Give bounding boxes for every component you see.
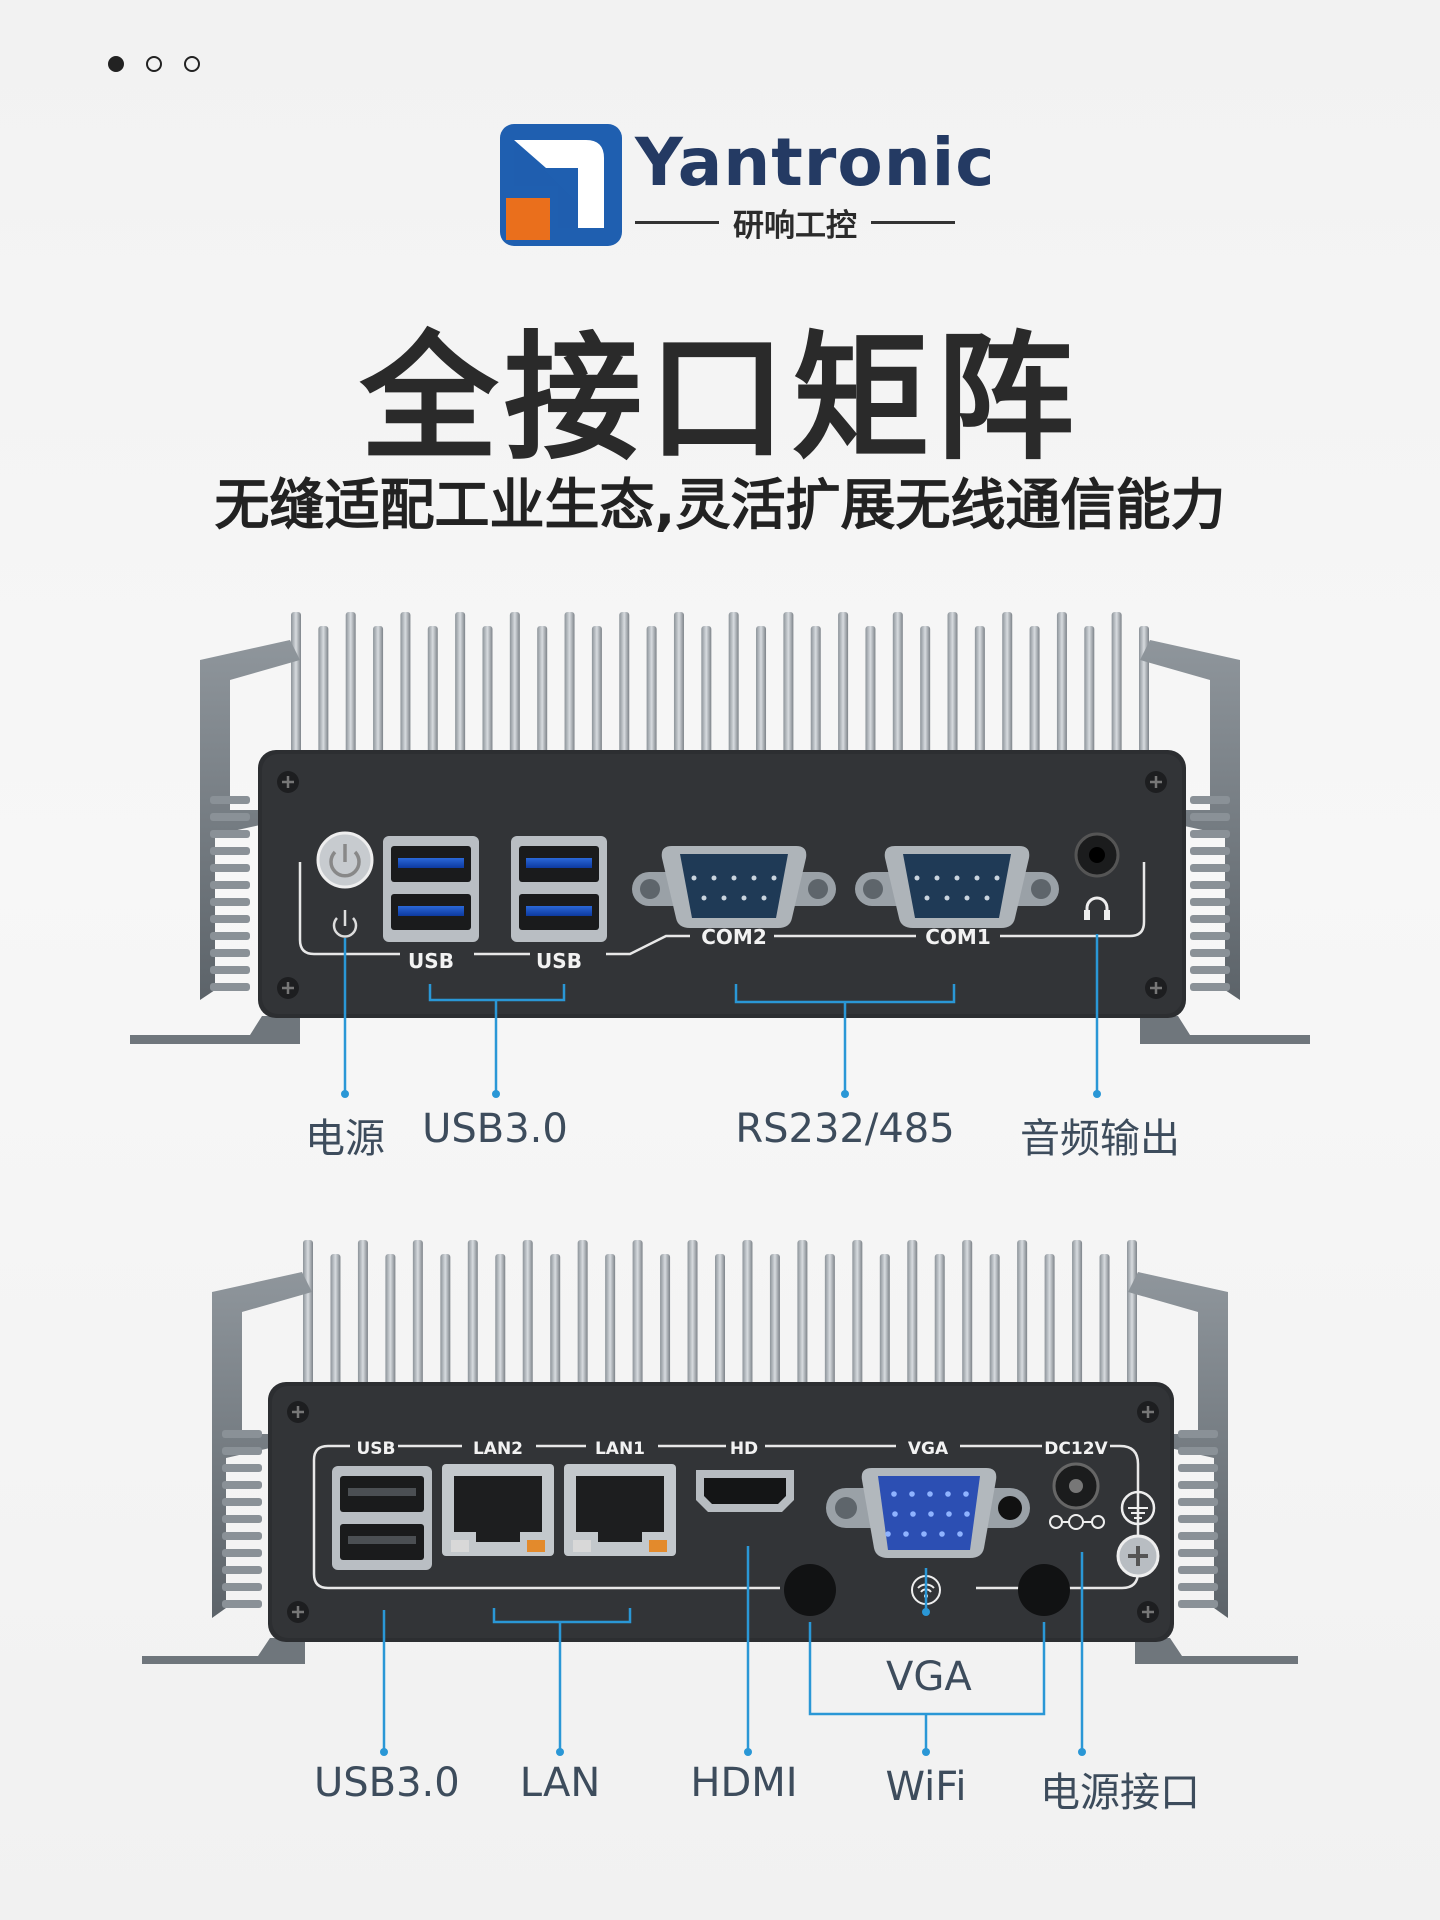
usb-port-stack-2[interactable] — [511, 836, 607, 942]
ground-icon — [1120, 1490, 1156, 1526]
callout-lan: LAN — [519, 1760, 601, 1806]
pager-dot-2[interactable] — [146, 56, 162, 72]
port-label-lan1: LAN1 — [595, 1439, 645, 1459]
brand-subtitle-row: 研响工控 — [635, 200, 955, 245]
heatsink-fins — [303, 1240, 1137, 1392]
pager-dot-1[interactable] — [108, 56, 124, 72]
callout-audio: 音频输出 — [1020, 1116, 1180, 1162]
callout-vga: VGA — [886, 1654, 972, 1700]
com1-port[interactable] — [855, 846, 1059, 928]
screw-icon — [287, 1401, 1159, 1623]
hdmi-port[interactable] — [696, 1470, 794, 1512]
port-label-hd: HD — [730, 1439, 758, 1459]
usb-port-stack-1[interactable] — [383, 836, 479, 942]
callout-rs232: RS232/485 — [735, 1106, 955, 1152]
antenna-mount-left[interactable] — [784, 1564, 836, 1616]
port-label-lan2: LAN2 — [473, 1439, 523, 1459]
port-label-com2: COM2 — [701, 925, 767, 949]
callout-power-jack: 电源接口 — [1040, 1770, 1200, 1816]
power-button[interactable] — [316, 831, 374, 889]
callout-usb30-rear: USB3.0 — [314, 1760, 460, 1806]
port-label-usb-a: USB — [408, 949, 454, 973]
pager-dot-3[interactable] — [184, 56, 200, 72]
callout-lines — [382, 1546, 1084, 1752]
port-label-dc: DC12V — [1044, 1439, 1108, 1459]
callout-power: 电源 — [305, 1116, 385, 1162]
screw-icon — [277, 771, 1167, 999]
brand-subtitle: 研响工控 — [733, 208, 857, 244]
brand-logo: Yantronic 研响工控 — [500, 122, 994, 250]
antenna-mount-right[interactable] — [1018, 1564, 1070, 1616]
power-icon — [332, 910, 358, 938]
dc-power-jack[interactable] — [1052, 1462, 1100, 1510]
port-label-com1: COM1 — [925, 925, 991, 949]
usb-port-stack-rear[interactable] — [332, 1466, 432, 1570]
brand-name: Yantronic — [635, 124, 996, 201]
headline: 全接口矩阵 — [359, 318, 1080, 479]
callout-lines — [343, 934, 1099, 1094]
headphone-icon — [1084, 896, 1110, 920]
lan1-port[interactable] — [564, 1464, 676, 1556]
rear-panel-device: USB LAN2 LAN1 HD VGA DC12V — [142, 1240, 1298, 1756]
subheadline: 无缝适配工业生态,灵活扩展无线通信能力 — [214, 473, 1226, 537]
callout-usb30: USB3.0 — [422, 1106, 568, 1152]
port-label-vga: VGA — [908, 1439, 949, 1459]
dc-polarity-icon — [1049, 1514, 1105, 1530]
heatsink-fins — [291, 612, 1149, 760]
pager-dots — [108, 56, 200, 72]
com2-port[interactable] — [632, 846, 836, 928]
ground-screw[interactable] — [1116, 1534, 1160, 1578]
callout-wifi: WiFi — [885, 1764, 967, 1810]
port-label-usb: USB — [356, 1439, 395, 1459]
callout-hdmi: HDMI — [690, 1760, 798, 1806]
lan2-port[interactable] — [442, 1464, 554, 1556]
port-label-usb-b: USB — [536, 949, 582, 973]
audio-jack[interactable] — [1074, 832, 1120, 878]
yantronic-logo-icon — [500, 124, 622, 246]
front-panel-device: USB USB COM2 COM1 — [130, 612, 1310, 1098]
